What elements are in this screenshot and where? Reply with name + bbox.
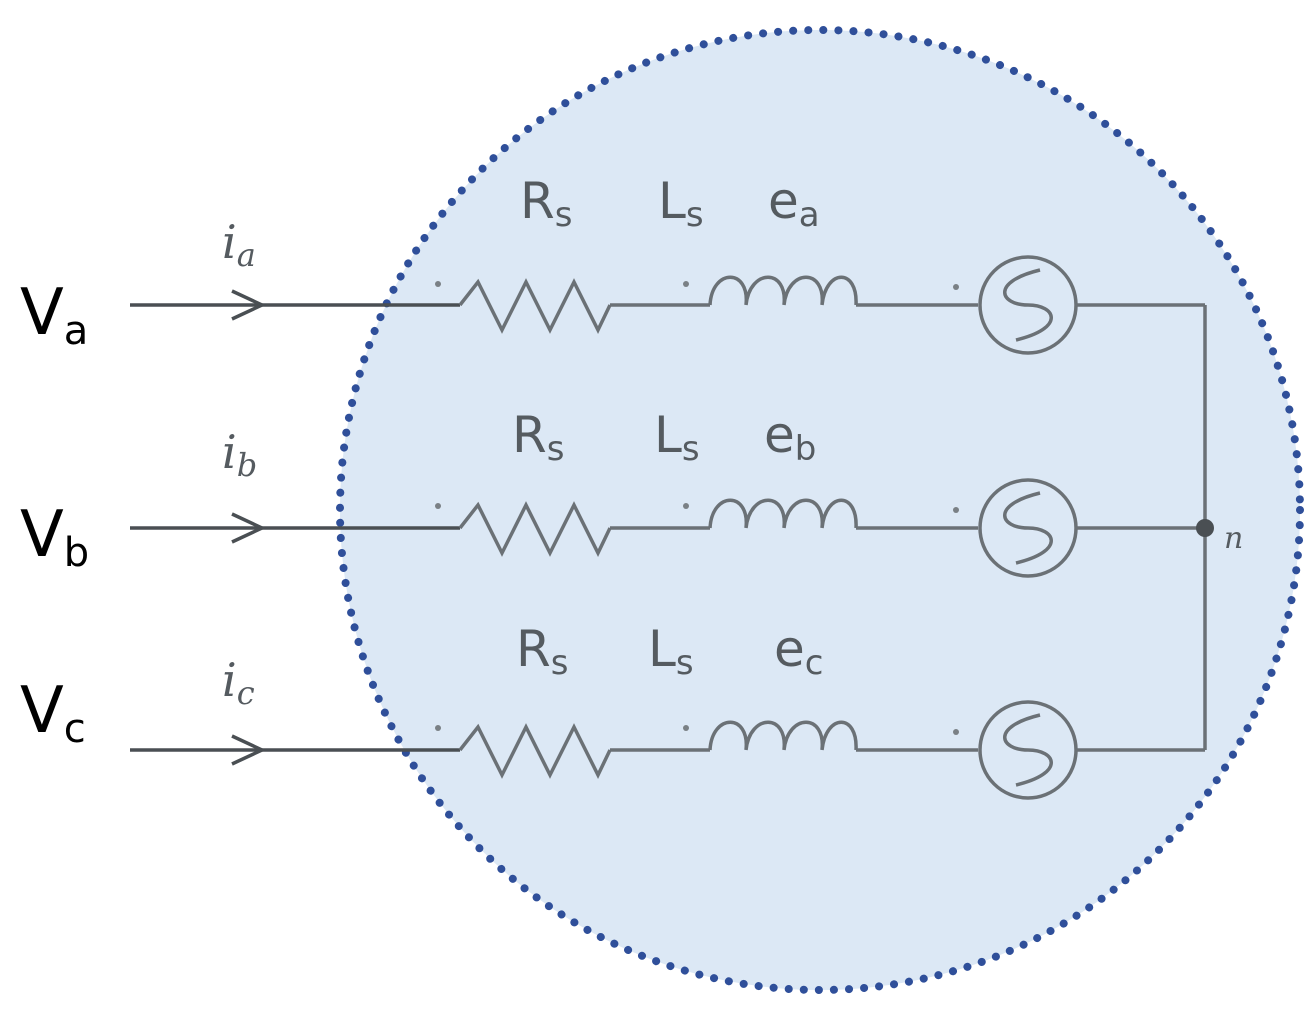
resistor-c — [458, 723, 612, 779]
current-label-c: i — [222, 653, 237, 707]
voltage-sub-a: a — [64, 308, 89, 354]
inductor-sub-a: s — [686, 195, 704, 235]
inductor-label-b: L — [654, 406, 682, 464]
inductor-a — [708, 275, 858, 306]
voltage-label-a: V — [20, 276, 64, 350]
resistor-sub-c: s — [551, 643, 569, 683]
polarity-dot-c-3 — [953, 729, 959, 735]
resistor-label-b: R — [512, 406, 547, 464]
inductor-label-a: L — [658, 172, 686, 230]
emf-sub-a: a — [799, 195, 820, 235]
current-arrow-b — [231, 512, 267, 544]
svg-text:Rs: Rs — [512, 406, 564, 469]
resistor-sub-a: s — [555, 195, 573, 235]
current-label-b: i — [222, 425, 237, 479]
inductor-sub-c: s — [676, 643, 694, 683]
inductor-sub-b: s — [682, 429, 700, 469]
svg-text:Vb: Vb — [20, 498, 89, 576]
neutral-node — [1196, 519, 1214, 537]
polarity-dot-a-1 — [435, 281, 441, 287]
svg-text:Rs: Rs — [516, 620, 568, 683]
phase-c: Vc ic Rs Ls ec — [20, 620, 1205, 800]
svg-text:ec: ec — [774, 620, 823, 683]
svg-text:Ls: Ls — [658, 172, 704, 235]
svg-text:Vc: Vc — [20, 674, 86, 752]
svg-text:ea: ea — [768, 172, 820, 235]
phase-b: Vb ib Rs Ls eb — [20, 406, 1205, 578]
inductor-b — [708, 498, 858, 529]
polarity-dot-a-2 — [683, 281, 689, 287]
current-label-a: i — [222, 215, 237, 269]
svg-text:ic: ic — [222, 653, 255, 712]
svg-text:Ls: Ls — [648, 620, 694, 683]
emf-sub-b: b — [795, 429, 817, 469]
polarity-dot-b-1 — [435, 503, 441, 509]
voltage-label-b: V — [20, 498, 64, 572]
svg-text:ib: ib — [222, 425, 257, 484]
resistor-label-c: R — [516, 620, 551, 678]
resistor-b — [458, 501, 612, 557]
svg-text:ia: ia — [222, 215, 256, 274]
svg-text:eb: eb — [764, 406, 816, 469]
emf-sub-c: c — [805, 643, 824, 683]
polarity-dot-a-3 — [953, 284, 959, 290]
current-sub-b: b — [237, 446, 257, 484]
neutral-label: n — [1224, 521, 1243, 556]
voltage-sub-b: b — [64, 530, 89, 576]
polarity-dot-c-1 — [435, 725, 441, 731]
current-arrow-a — [231, 289, 267, 321]
current-sub-a: a — [237, 236, 256, 274]
resistor-a — [458, 278, 612, 334]
current-arrow-c — [231, 734, 267, 766]
emf-label-b: e — [764, 406, 795, 464]
resistor-label-a: R — [520, 172, 555, 230]
current-sub-c: c — [237, 674, 255, 712]
svg-text:Rs: Rs — [520, 172, 572, 235]
svg-text:Va: Va — [20, 276, 88, 354]
inductor-c — [708, 720, 858, 751]
polarity-dot-c-2 — [683, 725, 689, 731]
polarity-dot-b-2 — [683, 503, 689, 509]
emf-label-c: e — [774, 620, 805, 678]
inductor-label-c: L — [648, 620, 676, 678]
emf-label-a: e — [768, 172, 799, 230]
svg-text:Ls: Ls — [654, 406, 700, 469]
phase-a: Va ia Rs Ls ea — [20, 172, 1205, 355]
resistor-sub-b: s — [547, 429, 565, 469]
voltage-label-c: V — [20, 674, 64, 748]
polarity-dot-b-3 — [953, 507, 959, 513]
voltage-sub-c: c — [64, 706, 86, 752]
